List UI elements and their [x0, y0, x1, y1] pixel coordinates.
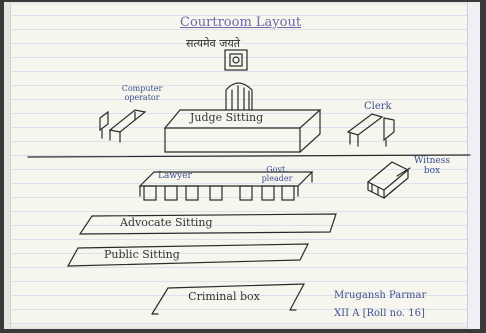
label-witness-box: Witness box — [414, 156, 450, 176]
label-public-sitting: Public Sitting — [104, 248, 180, 261]
advocate-bench — [78, 213, 337, 235]
page-left-edge — [4, 2, 11, 329]
author-roll: XII A [Roll no. 16] — [334, 308, 425, 319]
bench-divider-line — [27, 154, 471, 158]
clerk-desk — [346, 113, 395, 147]
emblem-motto: सत्यमेव जयते — [186, 37, 241, 50]
label-computer-operator: Computer operator — [121, 84, 163, 102]
label-clerk: Clerk — [364, 101, 392, 112]
judge-bench — [163, 109, 322, 153]
witness-box — [366, 161, 410, 199]
criminal-box — [151, 283, 306, 315]
label-criminal-box: Criminal box — [188, 290, 260, 303]
page-margin-strip — [467, 2, 480, 329]
author-name: Mrugansh Parmar — [334, 290, 427, 301]
label-judge-sitting: Judge Sitting — [190, 111, 264, 124]
computer-operator-desk — [99, 109, 147, 143]
public-bench — [66, 243, 309, 267]
witness-pointer — [396, 167, 411, 177]
label-advocate-sitting: Advocate Sitting — [120, 216, 213, 229]
emblem-icon — [224, 49, 248, 71]
label-lawyer: Lawyer — [158, 171, 192, 181]
page-title: Courtroom Layout — [180, 15, 302, 30]
judge-chair-icon — [225, 82, 253, 111]
label-govt-pleader: Govt. pleader — [261, 165, 293, 183]
author-block: Mrugansh Parmar XII A [Roll no. 16] — [334, 287, 474, 323]
counsel-chairs — [143, 185, 295, 201]
